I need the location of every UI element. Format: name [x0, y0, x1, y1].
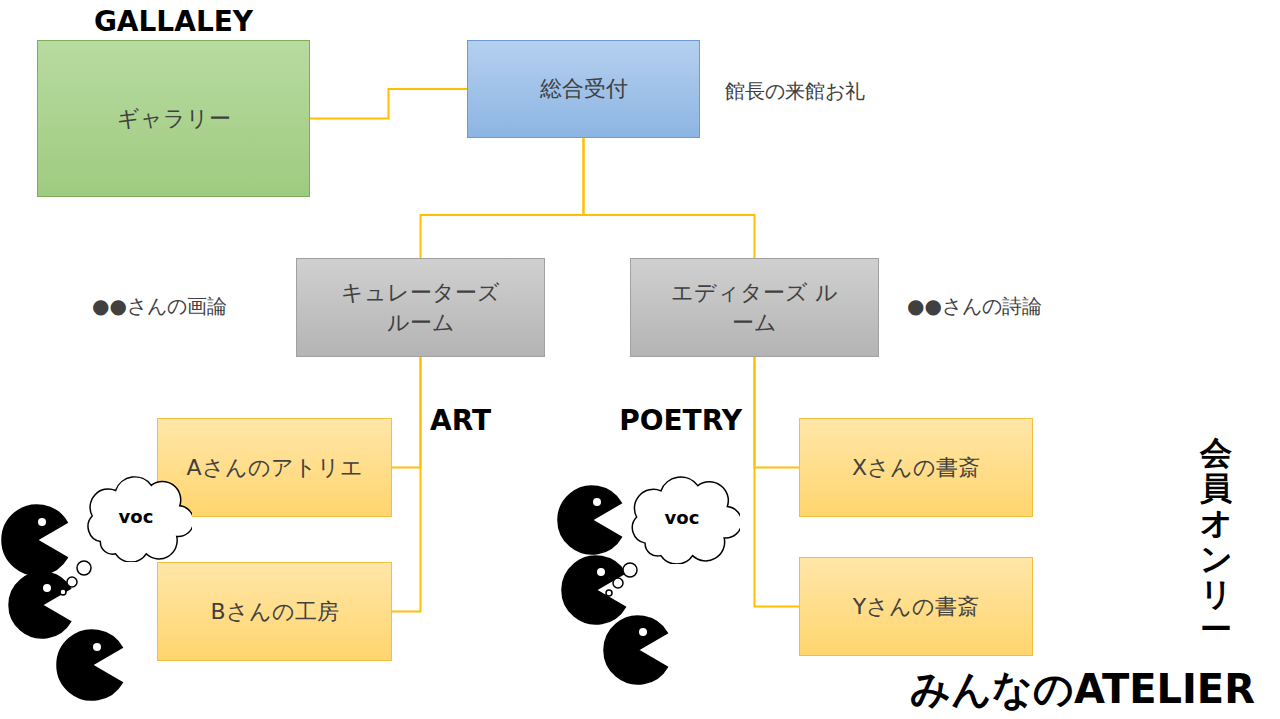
node-text: voc: [665, 507, 700, 528]
atelier-box: Bさんの工房: [157, 562, 392, 661]
node-text: Yさんの書斎: [853, 592, 979, 622]
pacman-eye: [639, 628, 647, 636]
pacman-eye: [93, 643, 101, 651]
node-text: 総合受付: [540, 74, 628, 104]
section-label: ART: [430, 404, 491, 437]
pacman-figure: [604, 616, 667, 684]
pacman-eye: [43, 584, 51, 592]
atelier-box: Aさんのアトリエ: [157, 418, 392, 517]
thought-bubble: [60, 589, 66, 595]
connector-line: [392, 357, 421, 612]
node-text: キュレーターズ ルーム: [297, 278, 544, 337]
curators-room-box: キュレーターズ ルーム: [296, 258, 545, 357]
voc-cloud: voc: [624, 470, 740, 564]
node-text: Aさんのアトリエ: [186, 453, 362, 483]
node-text: みんなのATELIER: [910, 662, 1255, 717]
pacman-figure: [558, 486, 621, 554]
thought-bubble: [67, 577, 77, 587]
pacman-figure: [2, 505, 67, 575]
connector-line: [310, 89, 467, 119]
thought-bubble: [606, 590, 612, 596]
node-text: Xさんの書斎: [852, 453, 980, 483]
node-text: Bさんの工房: [210, 597, 338, 627]
node-text: voc: [119, 506, 154, 527]
cloud-shape: [88, 477, 192, 562]
pacman-figure: [57, 630, 122, 700]
cloud-shape: [632, 477, 740, 564]
heading-text: GALLALEY: [38, 5, 309, 38]
connector-line: [392, 357, 421, 468]
note-label: ●●さんの画論: [92, 293, 227, 320]
thought-bubble: [623, 563, 637, 577]
node-text: ギャラリー: [117, 104, 231, 134]
pacman-eye: [593, 498, 601, 506]
connector-line: [421, 138, 584, 258]
note-label: 館長の来館お礼: [725, 78, 865, 105]
gallery-box: GALLALEYギャラリー: [37, 40, 310, 197]
thought-bubble: [613, 578, 623, 588]
connector-line: [755, 357, 800, 607]
vertical-label: 会員オンリー: [1200, 436, 1232, 647]
pacman-figure: [562, 556, 625, 624]
pacman-eye: [38, 518, 46, 526]
pacman-figure: [9, 572, 71, 638]
study-box: Yさんの書斎: [799, 557, 1033, 656]
node-text: エディターズ ルーム: [631, 278, 878, 337]
note-label: ●●さんの詩論: [907, 293, 1042, 320]
study-box: Xさんの書斎: [799, 418, 1033, 517]
section-label: POETRY: [619, 404, 742, 437]
voc-cloud: voc: [80, 470, 192, 562]
atelier-band: 会員オンリーみんなのATELIER Aさんのアトリエ Bさんの工房 Xさんの書斎 Yさん…: [0, 388, 1280, 719]
thought-bubble: [77, 561, 91, 575]
reception-box: 総合受付: [467, 40, 700, 138]
connector-line: [584, 138, 755, 258]
pacman-eye: [597, 568, 605, 576]
editors-room-box: エディターズ ルーム: [630, 258, 879, 357]
connector-line: [755, 357, 800, 468]
